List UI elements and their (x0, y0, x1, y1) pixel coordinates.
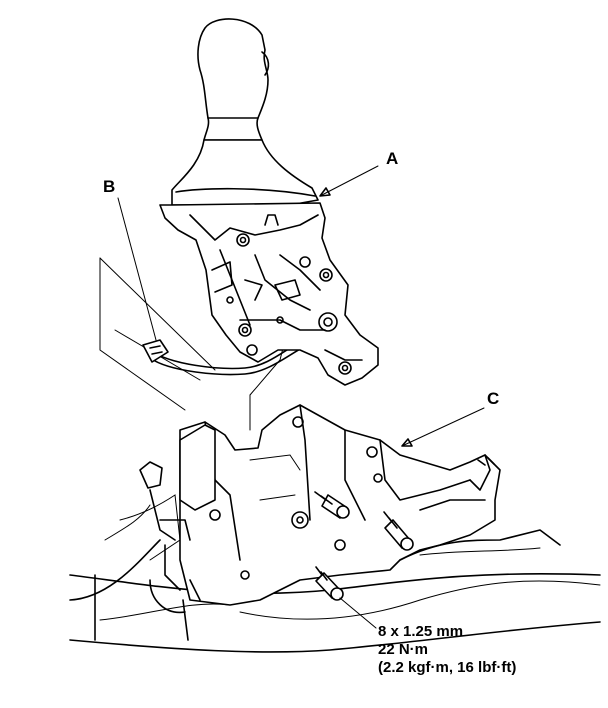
callout-c: C (487, 389, 499, 408)
guide-lines (99, 257, 286, 431)
torque-spec-size: 8 x 1.25 mm (378, 623, 463, 640)
left-stand (139, 424, 216, 641)
callout-a: A (386, 149, 398, 168)
leaders (117, 165, 485, 629)
shift-lever-assembly (159, 18, 379, 386)
leader-b (117, 197, 157, 341)
bolt-right (383, 511, 414, 551)
bolt-upper (314, 491, 350, 519)
leader-c (401, 407, 485, 447)
torque-spec-nm: 22 N·m (378, 641, 428, 658)
callout-b: B (103, 177, 115, 196)
leader-a (319, 165, 379, 197)
torque-spec-imperial: (2.2 kgf·m, 16 lbf·ft) (378, 659, 516, 676)
leader-torque (339, 597, 377, 629)
bolt-lower (315, 566, 344, 601)
bolts (314, 491, 414, 601)
